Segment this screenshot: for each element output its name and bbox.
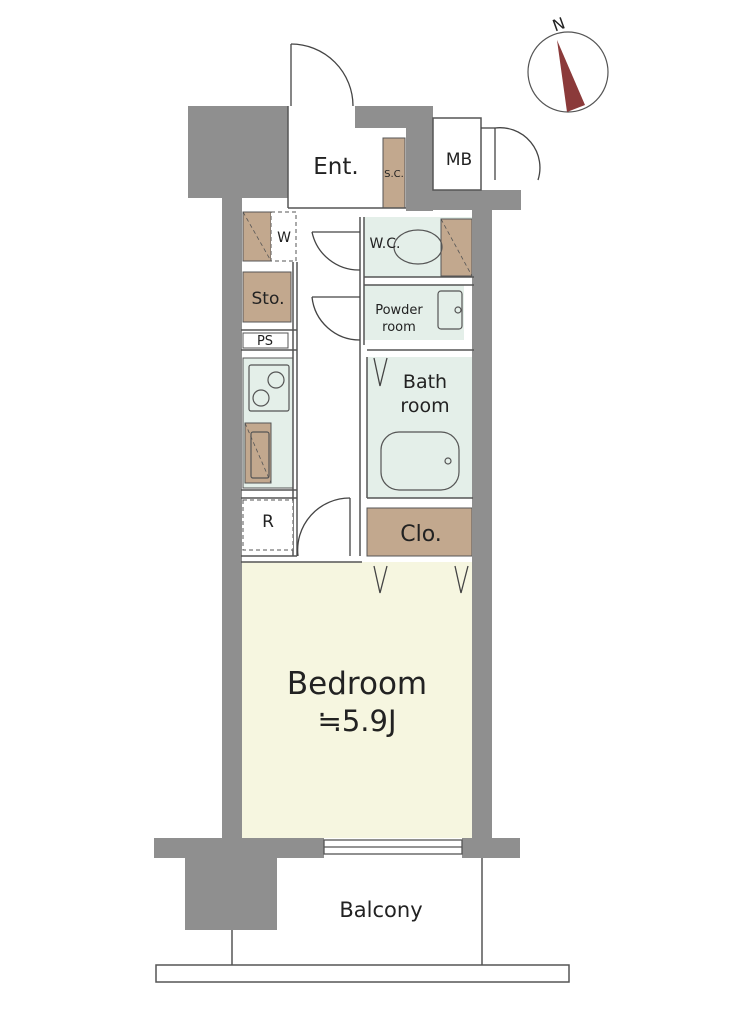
wall-south-right	[462, 838, 520, 858]
refrigerator-space	[242, 499, 294, 551]
stove-icon	[248, 364, 290, 412]
doors	[290, 43, 541, 594]
powder-room-floor	[364, 285, 464, 340]
wall-top-short	[355, 106, 433, 128]
compass-needle-icon	[557, 40, 585, 112]
compass-north-label: N	[550, 13, 568, 35]
label-wc: W.C.	[370, 236, 401, 252]
storage-closet	[242, 271, 292, 323]
label-washer: W	[277, 230, 291, 246]
fixtures	[248, 229, 463, 491]
bathtub-icon	[380, 431, 460, 491]
cabinet-hatch	[242, 211, 473, 484]
compass: N	[527, 13, 609, 113]
bedroom-floor	[241, 562, 473, 838]
balcony	[155, 858, 570, 983]
walls	[154, 106, 521, 930]
wall-south-left	[154, 838, 324, 858]
label-powder-room-2: room	[382, 320, 416, 335]
wall-nw-block	[188, 106, 288, 198]
partitions	[241, 106, 474, 563]
pipe-space	[242, 332, 289, 349]
wall-west	[222, 190, 242, 840]
window	[323, 839, 463, 855]
basin-icon	[437, 290, 463, 330]
label-entrance: Ent.	[313, 154, 358, 180]
wall-meter-box-bottom	[406, 190, 521, 210]
meter-box	[432, 117, 482, 191]
closet	[366, 507, 473, 557]
label-closet: Clo.	[400, 522, 442, 547]
label-bedroom: Bedroom	[287, 666, 427, 702]
toilet-icon	[393, 229, 443, 265]
label-bathroom-2: room	[400, 395, 449, 417]
label-balcony: Balcony	[339, 898, 422, 922]
kitchen-sink-icon	[250, 431, 270, 479]
wall-balcony-column	[185, 856, 277, 930]
label-meter-box: MB	[446, 150, 472, 170]
label-pipe-space: PS	[257, 334, 273, 349]
label-storage: Sto.	[252, 289, 285, 309]
label-powder-room-1: Powder	[375, 303, 423, 318]
label-bedroom-size: ≒5.9J	[318, 704, 397, 738]
label-refrigerator: R	[262, 512, 274, 532]
wall-east	[472, 190, 492, 840]
label-shoe-closet: S.C.	[384, 169, 404, 180]
label-bathroom-1: Bath	[403, 371, 447, 393]
washer-space	[270, 211, 297, 262]
bathroom-floor	[367, 357, 473, 498]
